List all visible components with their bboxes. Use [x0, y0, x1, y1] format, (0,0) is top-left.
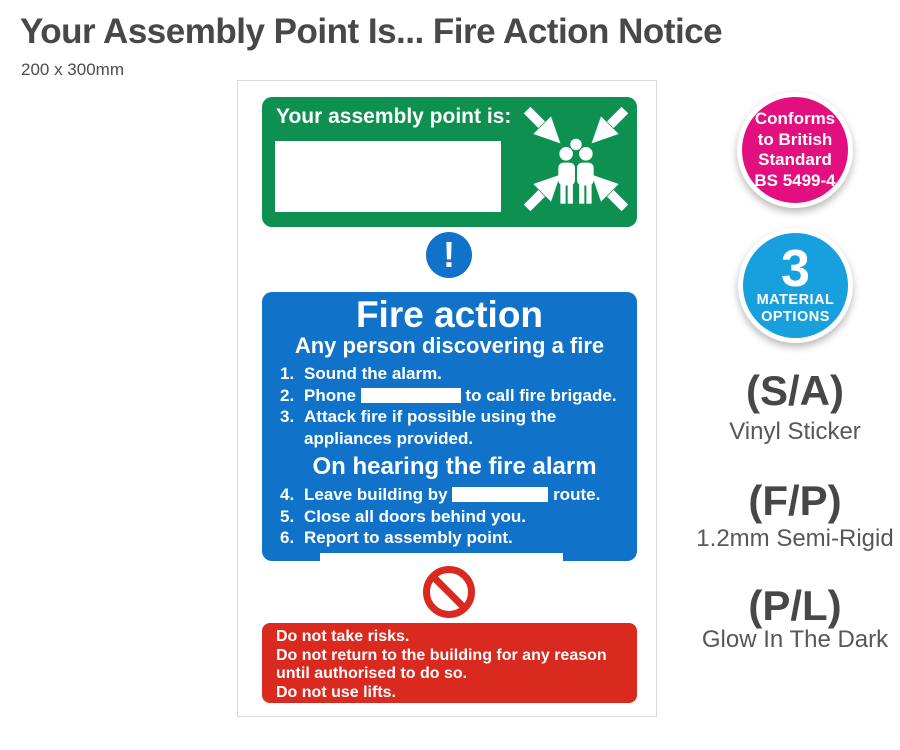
warning-line: Do not return to the building for any re… — [276, 646, 607, 664]
arrow-bottom-right-icon — [591, 174, 629, 211]
instruction-item-1: 1. Sound the alarm. — [280, 364, 442, 383]
instruction-item-3: 3. Attack fire if possible using the app… — [280, 407, 557, 448]
arrow-bottom-left-icon — [523, 174, 561, 211]
material-code-pl: (P/L) — [748, 582, 842, 629]
material-options-count: 3 — [781, 239, 810, 298]
people-group-icon — [558, 138, 594, 204]
material-label-semi-rigid: 1.2mm Semi-Rigid — [696, 525, 894, 552]
warning-line: Do not use lifts. — [276, 683, 396, 701]
british-standard-badge: Conforms to British Standard BS 5499-4 — [737, 92, 853, 208]
material-label-vinyl-sticker: Vinyl Sticker — [729, 418, 861, 445]
arrow-top-right-icon — [591, 107, 629, 144]
size-label: 200 x 300mm — [21, 60, 124, 79]
assembly-point-icon — [523, 107, 629, 211]
mandatory-exclamation-icon: ! — [426, 232, 472, 278]
warning-line: until authorised to do so. — [276, 665, 468, 682]
warning-line: Do not take risks. — [276, 628, 410, 645]
sign-preview-card: Your assembly point is: — [237, 80, 657, 717]
assembly-point-panel: Your assembly point is: — [262, 97, 637, 227]
fire-action-panel: Fire action Any person discovering a fir… — [262, 292, 637, 561]
fire-action-instructions: 1. Sound the alarm. 2. Phone to call fir… — [280, 363, 629, 561]
instruction-item-5: 5. Close all doors behind you. — [280, 506, 526, 526]
page-title: Your Assembly Point Is... Fire Action No… — [20, 12, 723, 51]
route-blank — [452, 487, 549, 502]
arrow-top-left-icon — [523, 107, 561, 144]
assembly-point-write-in-blank — [320, 552, 563, 561]
prohibition-icon — [423, 566, 475, 618]
fire-action-subheading: Any person discovering a fire — [294, 333, 605, 358]
instruction-item-2: 2. Phone to call fire brigade. — [280, 385, 617, 405]
warning-panel: Do not take risks. Do not return to the … — [262, 623, 637, 703]
material-code-sa: (S/A) — [746, 367, 844, 414]
material-code-fp: (F/P) — [748, 477, 842, 524]
fire-action-heading: Fire action — [355, 294, 544, 335]
instruction-item-4: 4. Leave building by route. — [280, 485, 601, 504]
instruction-item-6: 6. Report to assembly point. — [280, 528, 513, 547]
material-label-glow-in-dark: Glow In The Dark — [701, 626, 889, 653]
material-options-badge: 3 MATERIAL OPTIONS — [738, 228, 853, 343]
assembly-location-blank — [275, 141, 501, 212]
phone-number-blank — [360, 387, 461, 403]
assembly-panel-title: Your assembly point is: — [276, 105, 512, 128]
fire-alarm-heading: On hearing the fire alarm — [312, 453, 597, 480]
